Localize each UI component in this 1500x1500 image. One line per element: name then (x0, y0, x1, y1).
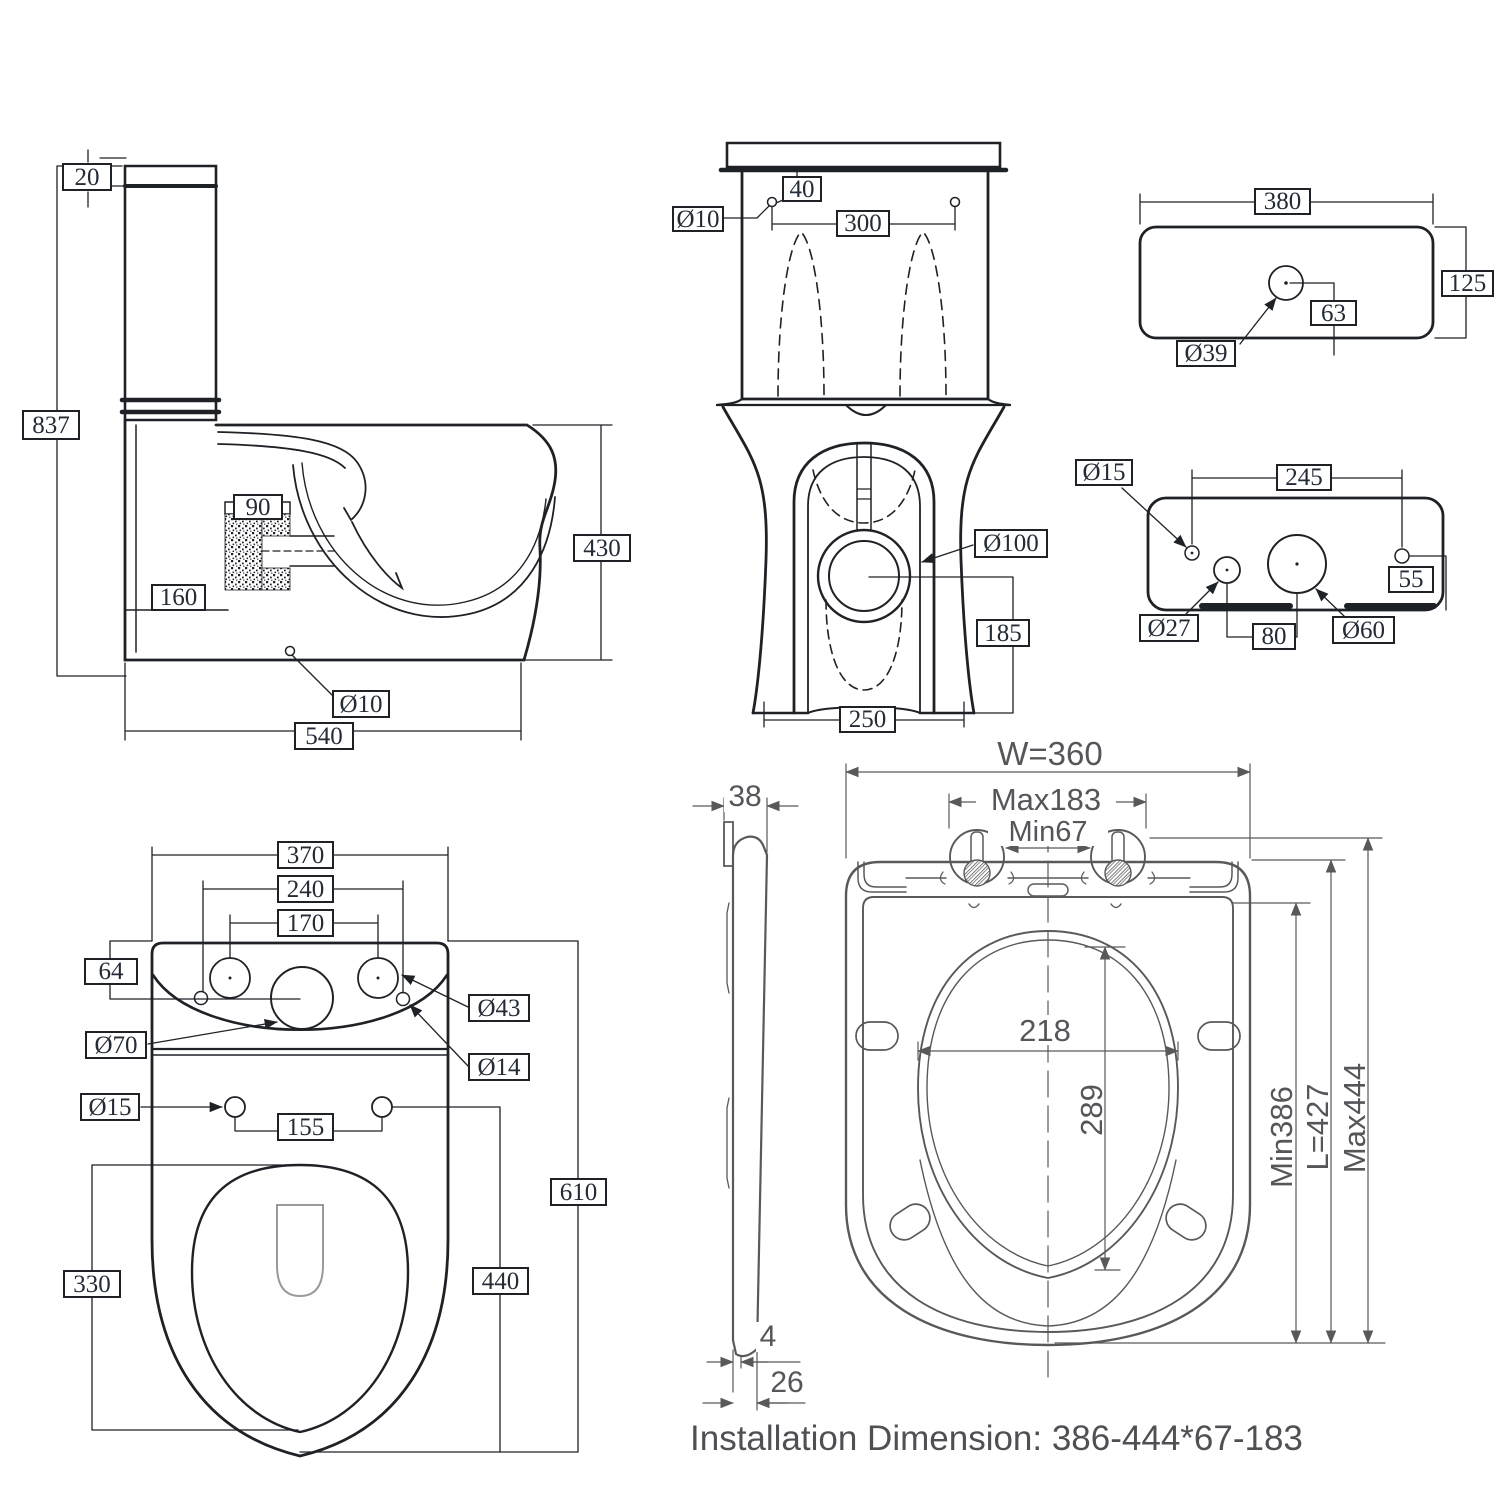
dim-plan-dia43: Ø43 (468, 994, 530, 1022)
dim-seat-26: 26 (765, 1368, 809, 1398)
dim-plan-330: 330 (63, 1270, 121, 1298)
dim-seat-4: 4 (756, 1322, 780, 1352)
seat-view-linework (692, 763, 1386, 1411)
dim-holes-dia15: Ø15 (1075, 459, 1133, 486)
dim-side-837: 837 (22, 410, 80, 440)
dim-side-dia10: Ø10 (332, 690, 390, 718)
dim-plan-dia15: Ø15 (80, 1093, 140, 1121)
dim-front-250: 250 (839, 706, 896, 733)
dim-front-dia100: Ø100 (974, 529, 1048, 558)
side-view-linework (56, 149, 613, 741)
dim-seat-max444: Max444 (1336, 1062, 1372, 1174)
installation-dimension-text: Installation Dimension: 386-444*67-183 (690, 1419, 1303, 1458)
dim-plan-170: 170 (277, 909, 334, 937)
dim-front-dia10: Ø10 (672, 206, 724, 232)
front-view-linework (715, 141, 1014, 728)
dim-side-20: 20 (62, 163, 112, 191)
dim-seat-l427: L=427 (1299, 1083, 1335, 1171)
dim-seat-min386: Min386 (1263, 1086, 1299, 1188)
dim-holes-dia60: Ø60 (1332, 616, 1395, 644)
dim-seat-38: 38 (724, 782, 766, 812)
dim-front-300: 300 (836, 210, 890, 237)
dim-lid-380: 380 (1254, 188, 1311, 215)
bowl-top-view-linework (91, 846, 579, 1458)
dim-seat-289: 289 (1073, 1084, 1109, 1136)
dim-seat-max183: Max183 (976, 784, 1116, 815)
dim-front-185: 185 (976, 619, 1030, 647)
dim-lid-125: 125 (1441, 270, 1494, 297)
dim-plan-64: 64 (84, 958, 138, 985)
dim-plan-370: 370 (277, 841, 334, 869)
dim-seat-w360: W=360 (980, 737, 1120, 770)
dim-side-160: 160 (151, 584, 206, 611)
dim-holes-245: 245 (1276, 464, 1332, 491)
tank-holes-view-linework (1121, 469, 1447, 638)
dim-plan-440: 440 (472, 1267, 529, 1295)
dim-holes-80: 80 (1252, 623, 1296, 650)
dim-side-90: 90 (233, 494, 283, 520)
dim-lid-63: 63 (1310, 300, 1357, 326)
dim-plan-dia70: Ø70 (85, 1031, 147, 1059)
dim-plan-dia14: Ø14 (468, 1053, 530, 1081)
dim-seat-218: 218 (1005, 1015, 1085, 1046)
dim-holes-dia27: Ø27 (1139, 614, 1199, 642)
dim-front-40: 40 (782, 176, 822, 202)
dim-plan-240: 240 (277, 875, 334, 903)
dim-lid-dia39: Ø39 (1176, 340, 1236, 367)
lid-top-view-linework (1138, 193, 1467, 356)
dim-holes-55: 55 (1388, 566, 1434, 593)
dim-side-540: 540 (294, 722, 354, 750)
dim-plan-155: 155 (277, 1113, 334, 1141)
dim-side-430: 430 (573, 534, 631, 562)
dim-plan-610: 610 (550, 1178, 607, 1206)
dim-seat-min67: Min67 (988, 817, 1108, 846)
